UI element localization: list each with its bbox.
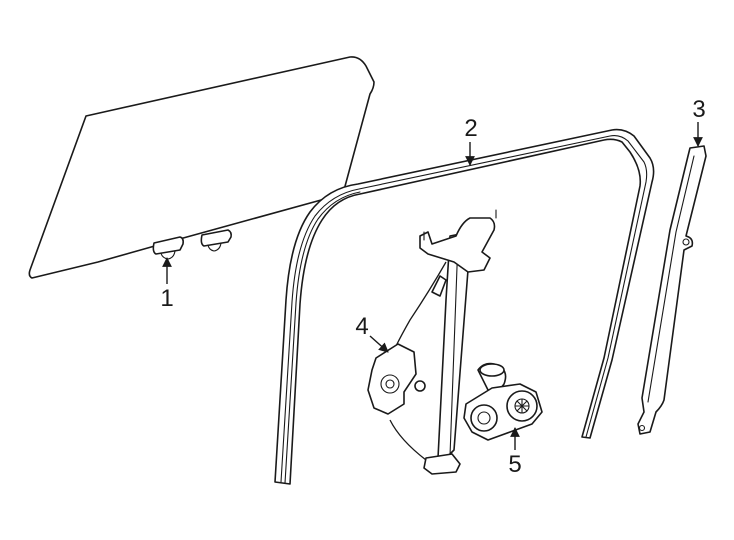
rear-channel bbox=[637, 145, 707, 435]
callout-4: 4 bbox=[355, 313, 368, 340]
callout-5: 5 bbox=[508, 451, 521, 478]
leader-4 bbox=[369, 335, 389, 353]
door-glass bbox=[28, 56, 375, 279]
callout-2: 2 bbox=[464, 115, 477, 142]
callout-1: 1 bbox=[160, 285, 173, 312]
callouts: 1 2 3 4 5 bbox=[160, 96, 705, 478]
window-regulator bbox=[367, 209, 497, 475]
glass-run-channel bbox=[274, 128, 655, 485]
leader-lines bbox=[162, 122, 703, 450]
regulator-motor bbox=[463, 362, 543, 441]
callout-3: 3 bbox=[692, 96, 705, 123]
